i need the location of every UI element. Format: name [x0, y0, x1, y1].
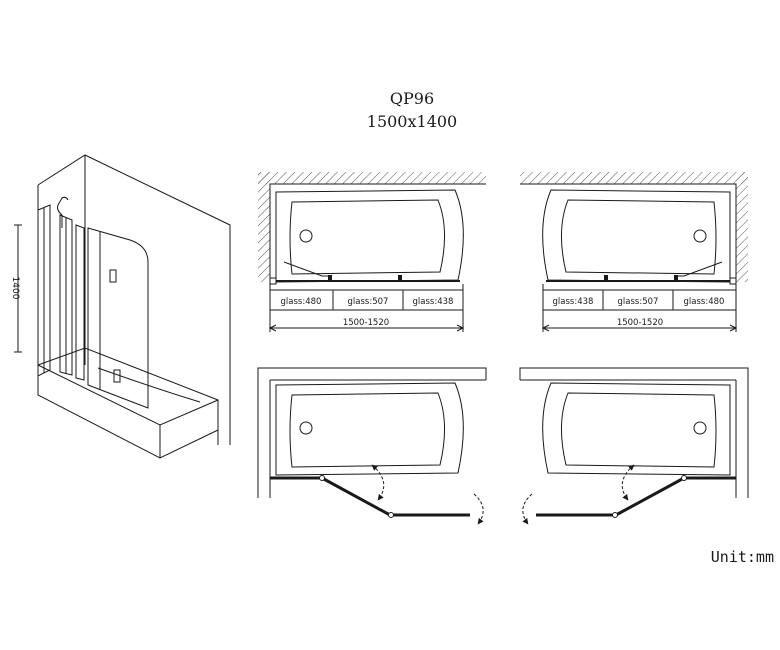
swing-arrow-icon: [522, 493, 533, 525]
swing-arrow-icon: [473, 493, 484, 525]
left-glass-1: glass:480: [281, 297, 322, 307]
isometric-view: [14, 154, 231, 459]
iso-glass-panels: [37, 204, 149, 409]
right-total-width: 1500-1520: [617, 318, 663, 328]
left-total-width: 1500-1520: [343, 318, 389, 328]
drain-icon: [693, 229, 707, 243]
iso-height-label: 1400: [10, 277, 20, 300]
iso-bathtub: [37, 347, 219, 459]
iso-back-wall: [37, 154, 231, 445]
model-title: QP96: [390, 89, 434, 108]
swing-arrow-icon: [371, 464, 385, 501]
unit-label: Unit:mm: [711, 548, 774, 566]
right-glass-3: glass:480: [684, 297, 725, 307]
right-glass-1: glass:438: [553, 297, 594, 307]
right-glass-2: glass:507: [618, 297, 659, 307]
drain-icon: [299, 421, 313, 435]
wall-hatch-left: [258, 172, 486, 184]
drain-icon: [693, 421, 707, 435]
iso-shower-head: [57, 196, 69, 228]
plan-top-left: [258, 172, 486, 332]
plan-bottom-left: [257, 367, 487, 525]
size-title: 1500x1400: [367, 112, 457, 131]
bathtub-plan: [275, 189, 464, 283]
drain-icon: [299, 229, 313, 243]
plan-top-right: [520, 172, 748, 332]
plan-bottom-right: [519, 367, 749, 525]
swing-arrow-icon: [621, 464, 635, 501]
left-glass-3: glass:438: [413, 297, 454, 307]
left-glass-2: glass:507: [348, 297, 389, 307]
